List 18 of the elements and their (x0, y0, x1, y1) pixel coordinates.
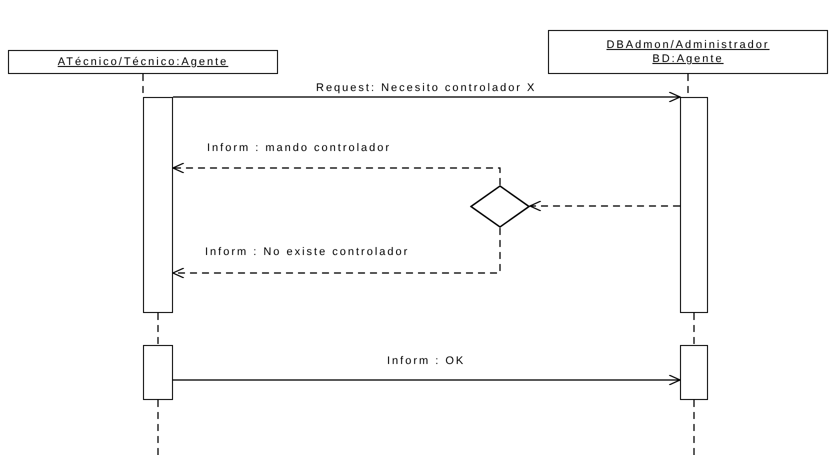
message-arrow (173, 374, 681, 386)
lifeline (693, 313, 695, 345)
message-arrow (172, 162, 501, 185)
activation-bar (143, 345, 173, 400)
lifeline (693, 400, 695, 455)
object-name: ATécnico/Técnico:Agente (58, 55, 228, 69)
lifeline-header (548, 30, 828, 74)
activation-bar (680, 345, 708, 400)
lifeline (157, 313, 159, 345)
message-arrow (529, 200, 680, 212)
decision-diamond (470, 185, 530, 228)
message-arrow (172, 228, 501, 279)
object-name: DBAdmon/Administrador BD:Agente (605, 38, 771, 66)
lifeline (157, 400, 159, 455)
activation-bar (680, 97, 708, 313)
message-arrow (173, 91, 681, 103)
activation-bar (143, 97, 173, 313)
lifeline-header (8, 50, 278, 74)
